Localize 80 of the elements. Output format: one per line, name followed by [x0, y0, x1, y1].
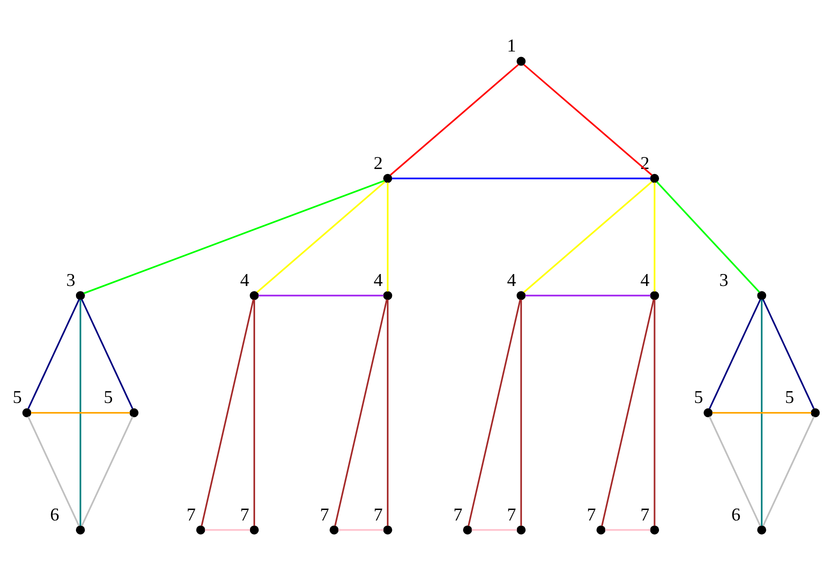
connector	[656, 180, 760, 292]
connector	[523, 180, 652, 292]
node-circle	[650, 173, 660, 182]
node-circle	[330, 524, 339, 534]
node-label: 3	[66, 269, 76, 290]
connector	[654, 182, 656, 291]
node-label: 5	[784, 386, 794, 407]
connector	[762, 416, 815, 526]
node-circle	[463, 524, 472, 534]
connector	[605, 528, 650, 530]
connector	[253, 299, 256, 526]
connector	[338, 528, 384, 530]
connector	[200, 298, 254, 526]
connector	[81, 298, 134, 408]
connector	[28, 298, 80, 408]
node-label: 6	[50, 504, 60, 524]
node-circle	[757, 524, 766, 534]
node-circle	[250, 524, 259, 534]
connector	[334, 299, 388, 526]
connector	[386, 182, 388, 291]
node-circle	[516, 56, 526, 66]
node-circle	[650, 524, 660, 534]
node-circle	[22, 408, 32, 417]
connector	[390, 64, 519, 176]
connector	[523, 64, 652, 176]
node-label: 7	[320, 504, 330, 524]
node-label: 5	[12, 386, 22, 407]
connector	[472, 528, 517, 530]
node-label: 7	[507, 504, 516, 524]
node-circle	[810, 408, 820, 417]
node-circle	[704, 408, 713, 417]
node-label: 4	[640, 269, 650, 290]
connector	[525, 294, 650, 296]
connector	[762, 298, 815, 408]
node-label: 6	[731, 504, 741, 524]
node-circle	[757, 290, 766, 300]
connector	[520, 299, 522, 526]
connector	[708, 416, 761, 526]
node-circle	[76, 290, 85, 300]
node-label: 7	[586, 504, 596, 524]
node-label: 4	[507, 269, 516, 290]
node-label: 7	[640, 504, 650, 524]
node-circle	[383, 290, 392, 300]
node-label: 7	[240, 504, 250, 524]
connector	[80, 299, 82, 526]
connector	[386, 299, 388, 526]
node-circle	[76, 524, 85, 534]
node-label: 7	[453, 504, 463, 524]
connector	[204, 528, 250, 530]
node-label: 4	[240, 269, 250, 290]
node-label: 3	[719, 269, 728, 290]
connector	[258, 294, 384, 296]
connector	[708, 298, 762, 408]
node-label: 7	[186, 504, 196, 524]
connector	[712, 411, 812, 414]
node-label: 2	[374, 152, 383, 172]
connector	[84, 179, 385, 294]
node-label: 7	[374, 504, 383, 524]
node-circle	[596, 524, 606, 534]
connector	[392, 177, 650, 179]
node-circle	[383, 524, 392, 534]
node-circle	[516, 290, 526, 300]
connector	[31, 411, 130, 414]
node-label: 4	[374, 269, 383, 290]
node-circle	[383, 173, 392, 182]
connector	[760, 299, 762, 526]
connector	[27, 416, 80, 526]
connector	[81, 416, 134, 526]
node-circle	[250, 290, 259, 300]
node-circle	[516, 524, 526, 534]
connector	[256, 180, 386, 292]
node-label: 5	[104, 386, 113, 407]
node-label: 1	[507, 35, 516, 56]
node-circle	[196, 524, 206, 534]
connector	[654, 299, 656, 526]
node-label: 5	[694, 386, 704, 407]
connector	[468, 298, 521, 526]
node-circle	[650, 290, 660, 300]
node-circle	[129, 408, 138, 417]
connector	[601, 298, 654, 526]
